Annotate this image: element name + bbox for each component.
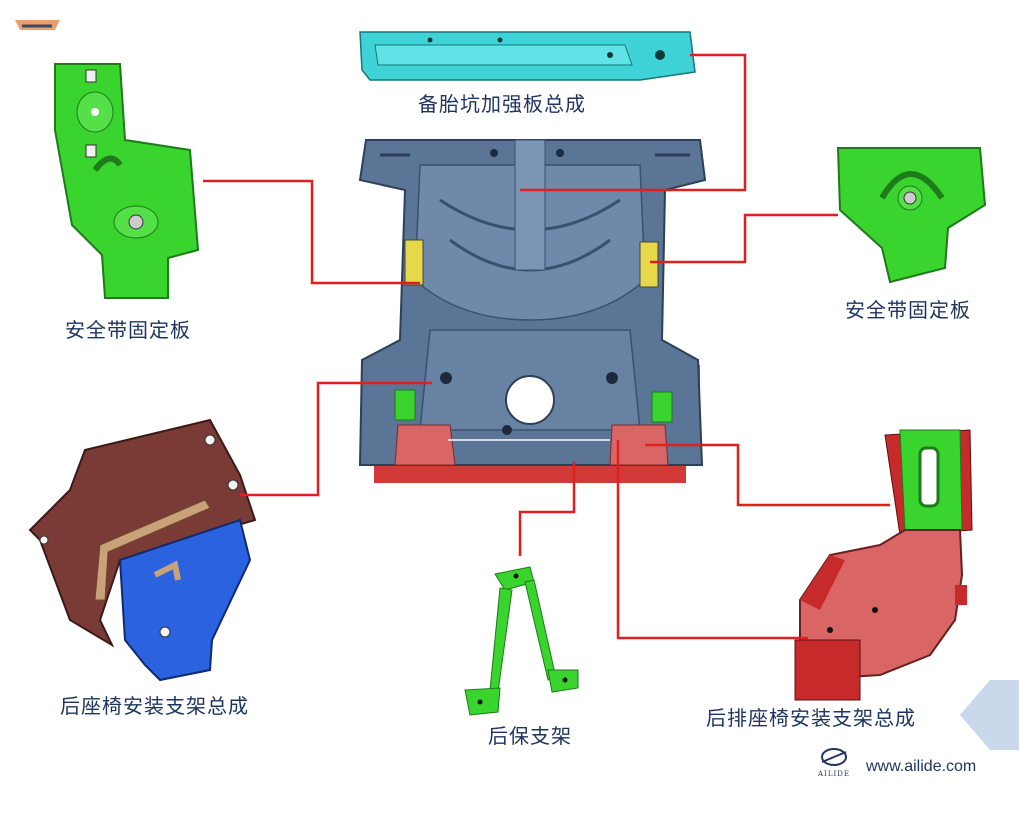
leader-line-rear-bumper — [518, 462, 576, 556]
corner-decoration — [960, 680, 1019, 750]
footer-brand: AILIDE — [818, 770, 850, 778]
leader-lines — [203, 53, 890, 640]
corner-logo-icon — [15, 20, 60, 30]
leader-line-seatbelt-left — [203, 179, 420, 285]
rear-seat-bracket-left-part — [28, 418, 257, 682]
leader-line-spare-tire — [520, 53, 747, 192]
brand-logo-icon — [821, 748, 847, 766]
spare-tire-reinforcement-part — [359, 31, 696, 81]
leader-line-rear-seat-left — [240, 381, 432, 497]
leader-line-seatbelt-right — [650, 213, 838, 264]
label-rear-seat-bracket-left: 后座椅安装支架总成 — [60, 694, 249, 718]
footer-url[interactable]: www.ailide.com — [866, 758, 977, 775]
rear-bumper-bracket-part — [464, 566, 579, 716]
label-rear-seat-bracket-right: 后排座椅安装支架总成 — [706, 706, 916, 730]
rear-floor-panel — [358, 139, 707, 483]
label-seatbelt-plate-left: 安全带固定板 — [65, 318, 191, 342]
label-spare-tire-reinforcement: 备胎坑加强板总成 — [418, 92, 586, 116]
seatbelt-plate-right-part — [836, 147, 987, 284]
leader-line-rear-seat-right-upper — [645, 443, 890, 507]
rear-seat-bracket-right-part — [794, 429, 973, 701]
leader-line-rear-seat-right-lower — [616, 440, 808, 640]
label-rear-bumper-bracket: 后保支架 — [488, 724, 572, 748]
label-seatbelt-plate-right: 安全带固定板 — [845, 298, 971, 322]
seatbelt-plate-left-part — [54, 63, 200, 299]
